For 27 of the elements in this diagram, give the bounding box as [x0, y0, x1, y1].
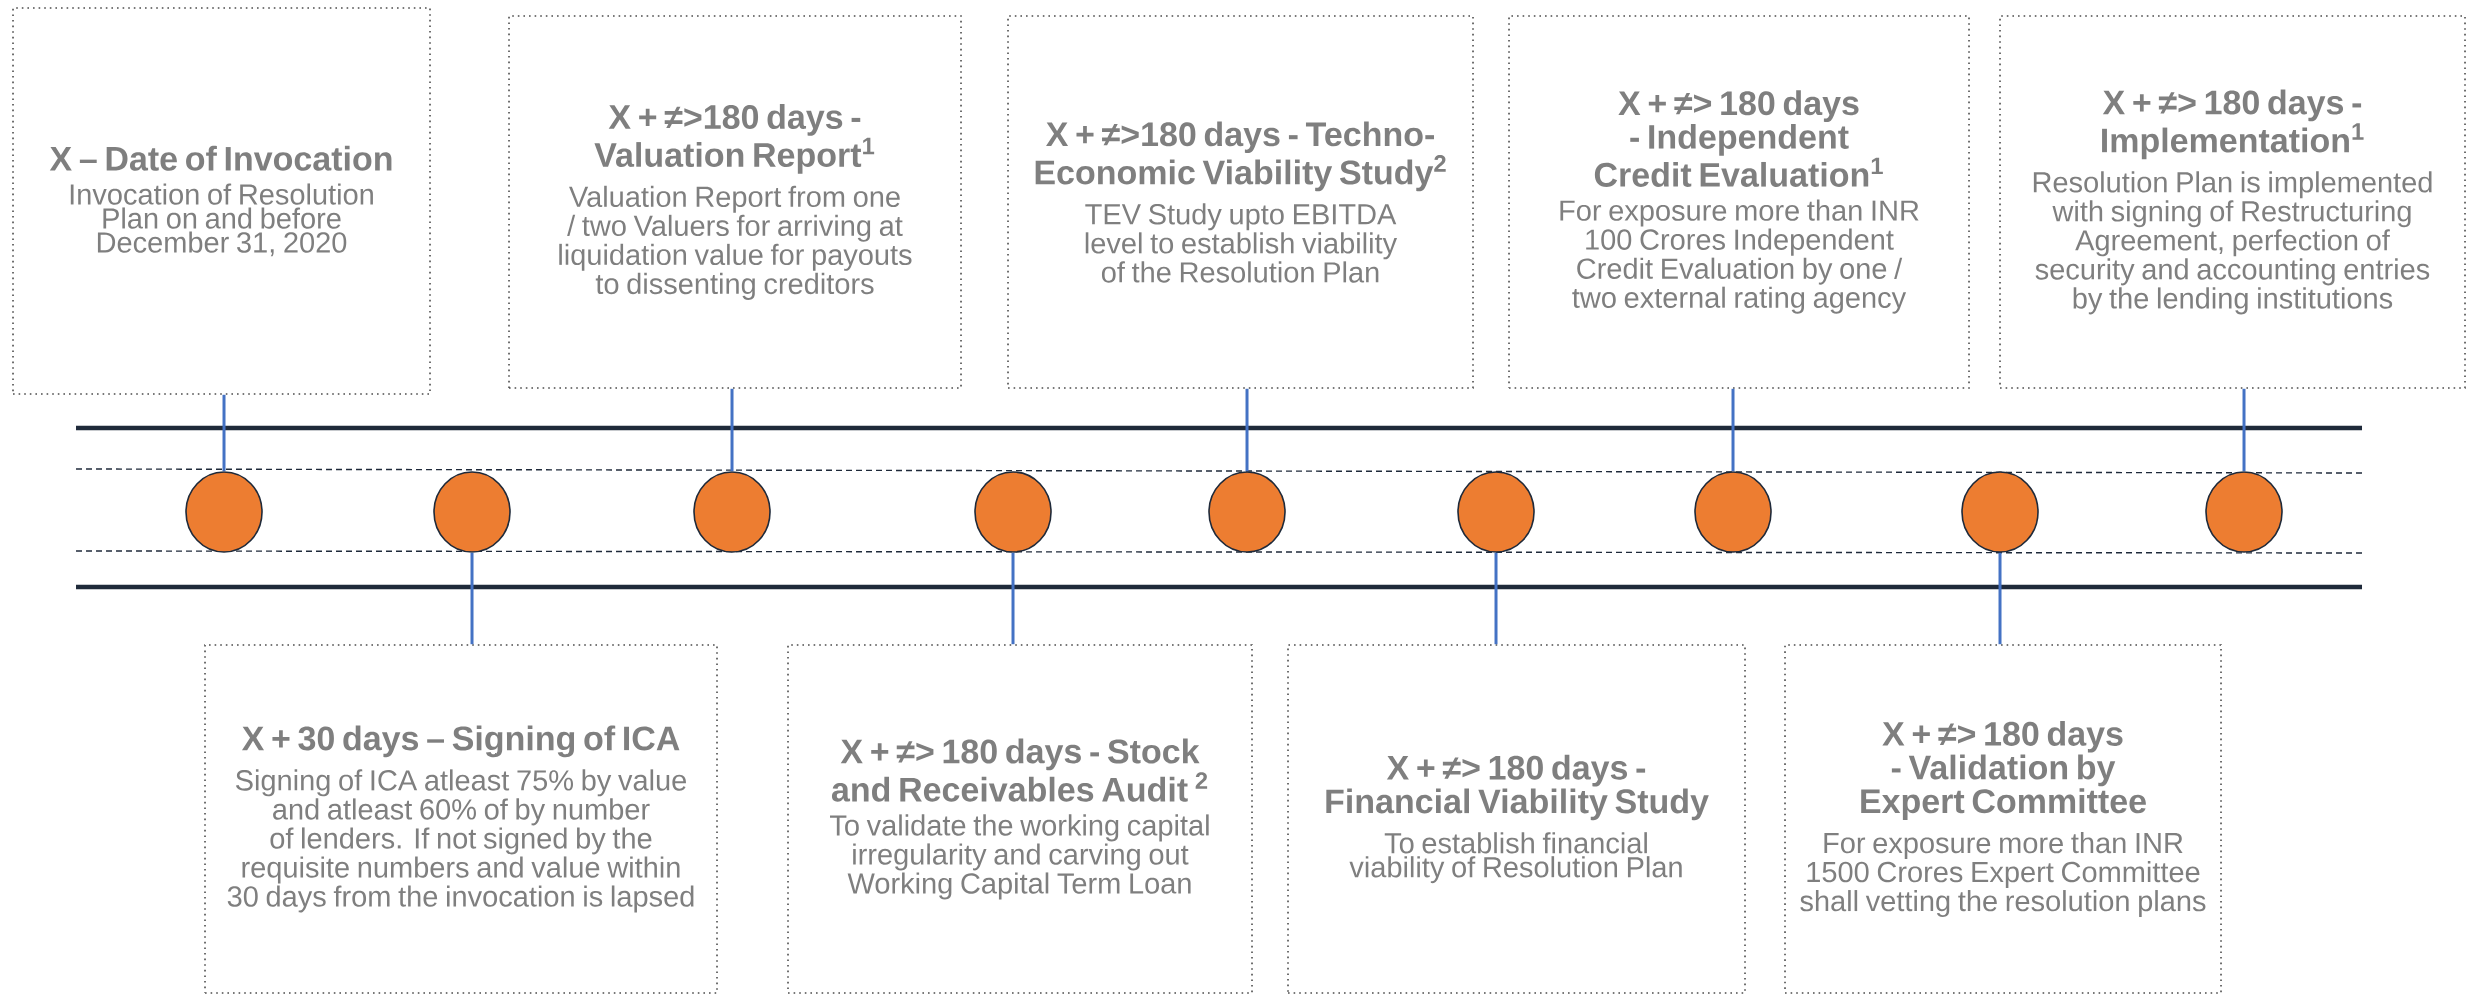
milestone-dot	[1961, 471, 2039, 553]
connector-line	[1731, 388, 1735, 472]
milestone-box: X + ≠> 180 days - Stock and Receivables Audit $^{2}$ To validate the working capital irregularity and carving out Working Capital Term Loan	[787, 644, 1253, 994]
connector-line	[222, 394, 226, 472]
milestone-dot	[2205, 471, 2283, 553]
milestone-box: X + ≠> 180 days - Financial Viability Study To establish financial viability of Resolution Plan	[1287, 644, 1746, 994]
milestone-box: X + ≠>180 days - Techno-Economic Viability Study$^{2}$ TEV Study upto EBITDA level to establish viability of the Resolution Plan	[1007, 15, 1474, 389]
connector-line	[1494, 552, 1498, 645]
milestone-box: X + ≠> 180 days - Implementation$^{1}$ Resolution Plan is implemented with signing of Restructuring Agreement, perfection of security and accounting entries by the lending institutions	[1999, 15, 2466, 389]
milestone-dot	[693, 471, 771, 553]
connector-line	[2242, 388, 2246, 472]
milestone-box: X + ≠> 180 days - Validation by Expert Committee For exposure more than INR 1500 Crores Expert Committee shall vetting the resolution plans	[1784, 644, 2222, 994]
milestone-dot	[1694, 471, 1772, 553]
milestone-box: X – Date of Invocation Invocation of Resolution Plan on and before December 31, 2020	[12, 7, 431, 395]
milestone-dot	[974, 471, 1052, 553]
milestone-box: X + 30 days – Signing of ICA Signing of ICA atleast 75% by value and atleast 60% of by number of lenders. If not signed by the requisite numbers and value within 30 days from the invocation is lapsed	[204, 644, 718, 994]
connector-line	[1998, 552, 2002, 645]
milestone-dot	[1208, 471, 1286, 553]
connector-line	[470, 552, 474, 645]
milestone-box: X + ≠> 180 days - Independent Credit Evaluation$^{1}$ For exposure more than INR 100 Crores Independent Credit Evaluation by one / two external rating agency	[1508, 15, 1970, 389]
connector-line	[1011, 552, 1015, 645]
milestone-dot	[433, 471, 511, 553]
milestone-dot	[1457, 471, 1535, 553]
connector-line	[730, 388, 734, 472]
connector-line	[1245, 388, 1249, 472]
milestone-dot	[185, 471, 263, 553]
milestone-box: X + ≠>180 days - Valuation Report$^{1}$ Valuation Report from one / two Valuers for arriving at liquidation value for payouts to dissenting creditors	[508, 15, 962, 389]
